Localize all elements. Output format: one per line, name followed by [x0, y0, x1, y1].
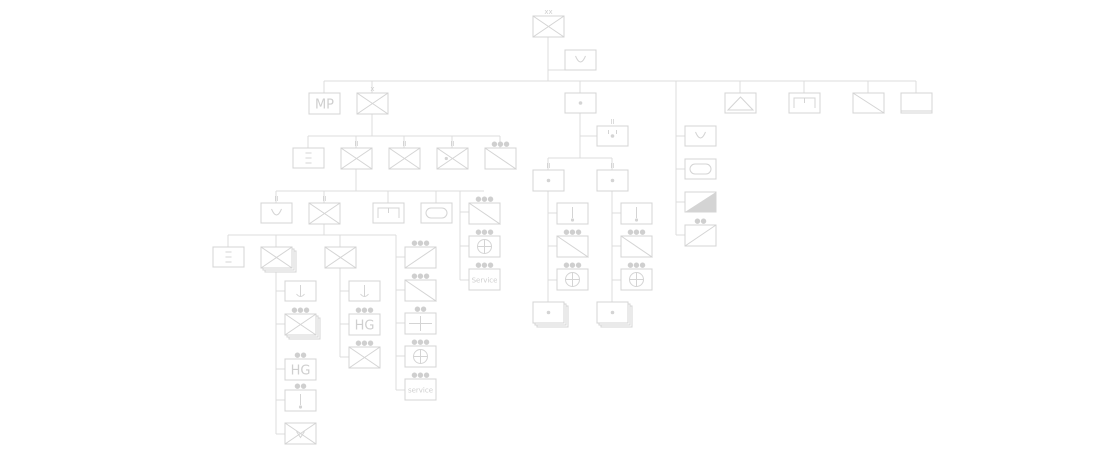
echelon-marker: II [450, 140, 454, 148]
unit-frame [900, 92, 933, 114]
unit-m2-slash: ●●● [620, 228, 653, 258]
unit-m2-arty: ●●● [620, 261, 653, 291]
echelon-marker: ●●● [355, 339, 373, 347]
echelon-marker: ●● [294, 382, 306, 390]
unit-c-inf-stack [260, 246, 297, 273]
unit-c-svc: service ●●● [404, 371, 437, 401]
unit-b1-recon: ●●● [484, 140, 517, 170]
unit-frame [308, 92, 341, 115]
unit-label: Service [472, 277, 498, 285]
echelon-marker: II [274, 195, 278, 203]
echelon-marker: ●●● [411, 338, 429, 346]
unit-b1-armor [420, 202, 453, 224]
unit-label: HG [355, 319, 375, 334]
echelon-marker: II [322, 195, 326, 203]
unit-frame [404, 378, 437, 401]
unit-b1-eng [372, 202, 405, 224]
unit-m-bowl: II [596, 118, 629, 147]
unit-label: HG [291, 364, 311, 379]
echelon-marker: II [402, 140, 406, 148]
unit-mp: MP [308, 92, 341, 115]
echelon-marker: II [610, 118, 614, 126]
unit-c-diag: ●●● [404, 239, 437, 269]
unit-b1-support [292, 147, 325, 169]
echelon-marker: II [354, 140, 358, 148]
echelon-marker: ●● [294, 351, 306, 359]
unit-blank [900, 92, 933, 114]
echelon-marker: ●●● [491, 140, 509, 148]
unit-r-bowl [684, 125, 717, 147]
unit-frame [348, 313, 381, 336]
unit-hq-staff [564, 49, 597, 71]
unit-m1-arty: ●●● [556, 261, 589, 291]
echelon-marker: ●●● [411, 371, 429, 379]
unit-b1-inf1: II [340, 140, 373, 170]
unit-m1-mark [556, 202, 589, 225]
unit-c-inf [324, 246, 357, 269]
unit-d1-mark: ●● [284, 382, 317, 412]
unit-hq: xx [532, 8, 565, 38]
unit-air-def [724, 92, 757, 114]
connector-lines [227, 37, 917, 435]
echelon-marker: ●●● [411, 272, 429, 280]
echelon-marker: ●●● [563, 228, 581, 236]
unit-c-plus: ●● [404, 305, 437, 335]
unit-m-dot2: II [596, 162, 629, 192]
echelon-marker: x [370, 85, 374, 93]
unit-bde1: x [356, 85, 389, 115]
unit-r-diag: ●● [684, 217, 717, 247]
unit-m1-dot [532, 301, 569, 328]
unit-label: service [408, 387, 433, 395]
unit-frame [564, 49, 597, 71]
unit-d2-hg: HG ●●● [348, 306, 381, 336]
unit-frame [260, 202, 293, 224]
unit-b1-arty: ●●● [468, 228, 501, 258]
echelon-marker: ●●● [355, 306, 373, 314]
echelon-marker: xx [544, 8, 552, 16]
echelon-marker: ●●● [411, 239, 429, 247]
echelon-marker: ●●● [475, 228, 493, 236]
unit-b1-mech: II [436, 140, 469, 170]
unit-d1-cross2 [284, 422, 317, 445]
echelon-marker: ●●● [627, 228, 645, 236]
unit-b1-inf2: II [388, 140, 421, 170]
unit-d2-cross: ●●● [348, 339, 381, 369]
unit-d2-anchor [348, 280, 381, 302]
unit-d1-anchor [284, 280, 317, 302]
unit-r-ramp [684, 191, 717, 213]
unit-b1-cav: ●●● [468, 195, 501, 225]
unit-d1-hg: HG ●● [284, 351, 317, 381]
echelon-marker: ●●● [627, 261, 645, 269]
unit-m-dot1: II [532, 162, 565, 192]
echelon-marker: II [546, 162, 550, 170]
echelon-marker: II [610, 162, 614, 170]
unit-b1-svc: Service ●●● [468, 261, 501, 291]
unit-d1-cross: ●●● [284, 306, 321, 340]
echelon-marker: ●● [694, 217, 706, 225]
echelon-marker: ●●● [563, 261, 581, 269]
echelon-marker: ●●● [475, 261, 493, 269]
unit-m2-mark [620, 202, 653, 225]
unit-c-hq [212, 246, 245, 268]
unit-frame [284, 358, 317, 381]
unit-b1-hq: II [260, 195, 293, 224]
unit-c-arty: ●●● [404, 338, 437, 368]
unit-m1-slash: ●●● [556, 228, 589, 258]
unit-b1-inf: II [308, 195, 341, 225]
unit-engineer [788, 92, 821, 114]
echelon-marker: ●●● [291, 306, 309, 314]
unit-frame [684, 125, 717, 147]
echelon-marker: ●●● [475, 195, 493, 203]
unit-m2-dot [596, 301, 633, 328]
unit-dot-main [564, 92, 597, 114]
unit-c-slash: ●●● [404, 272, 437, 302]
unit-label: MP [315, 98, 334, 113]
unit-frame [724, 92, 757, 114]
unit-cav [852, 92, 885, 114]
echelon-marker: ●● [414, 305, 426, 313]
unit-r-oval [684, 158, 717, 180]
unit-frame [468, 268, 501, 291]
